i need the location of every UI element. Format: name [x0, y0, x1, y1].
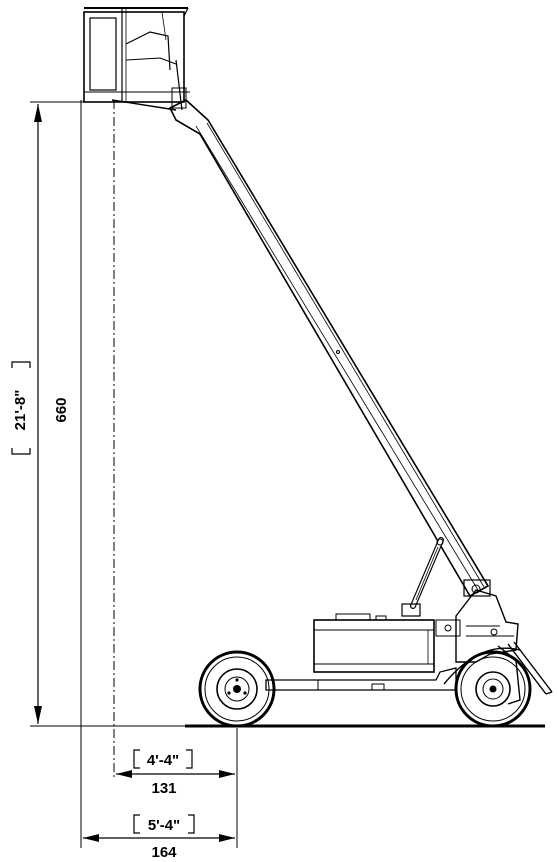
platform-basket — [83, 7, 190, 111]
inner-offset-dimension-label: 4'-4" 131 — [133, 749, 193, 797]
inner-offset-metric: 131 — [151, 780, 176, 797]
telescopic-boom — [168, 99, 491, 598]
lift-cylinder — [401, 537, 444, 617]
outer-offset-metric: 164 — [151, 844, 177, 861]
inner-offset-imperial: 4'-4" — [147, 752, 179, 769]
aerial-lift-machine — [83, 7, 553, 728]
dimension-lines — [30, 100, 238, 848]
height-metric: 660 — [53, 397, 70, 422]
outer-offset-dimension-label: 5'-4" 164 — [133, 814, 195, 861]
rear-wheel — [198, 650, 276, 728]
front-caster — [507, 641, 553, 695]
height-dimension-label: 21'-8" 660 — [11, 361, 70, 455]
height-imperial: 21'-8" — [12, 390, 29, 431]
front-wheel — [454, 650, 532, 728]
outer-offset-imperial: 5'-4" — [148, 817, 180, 834]
